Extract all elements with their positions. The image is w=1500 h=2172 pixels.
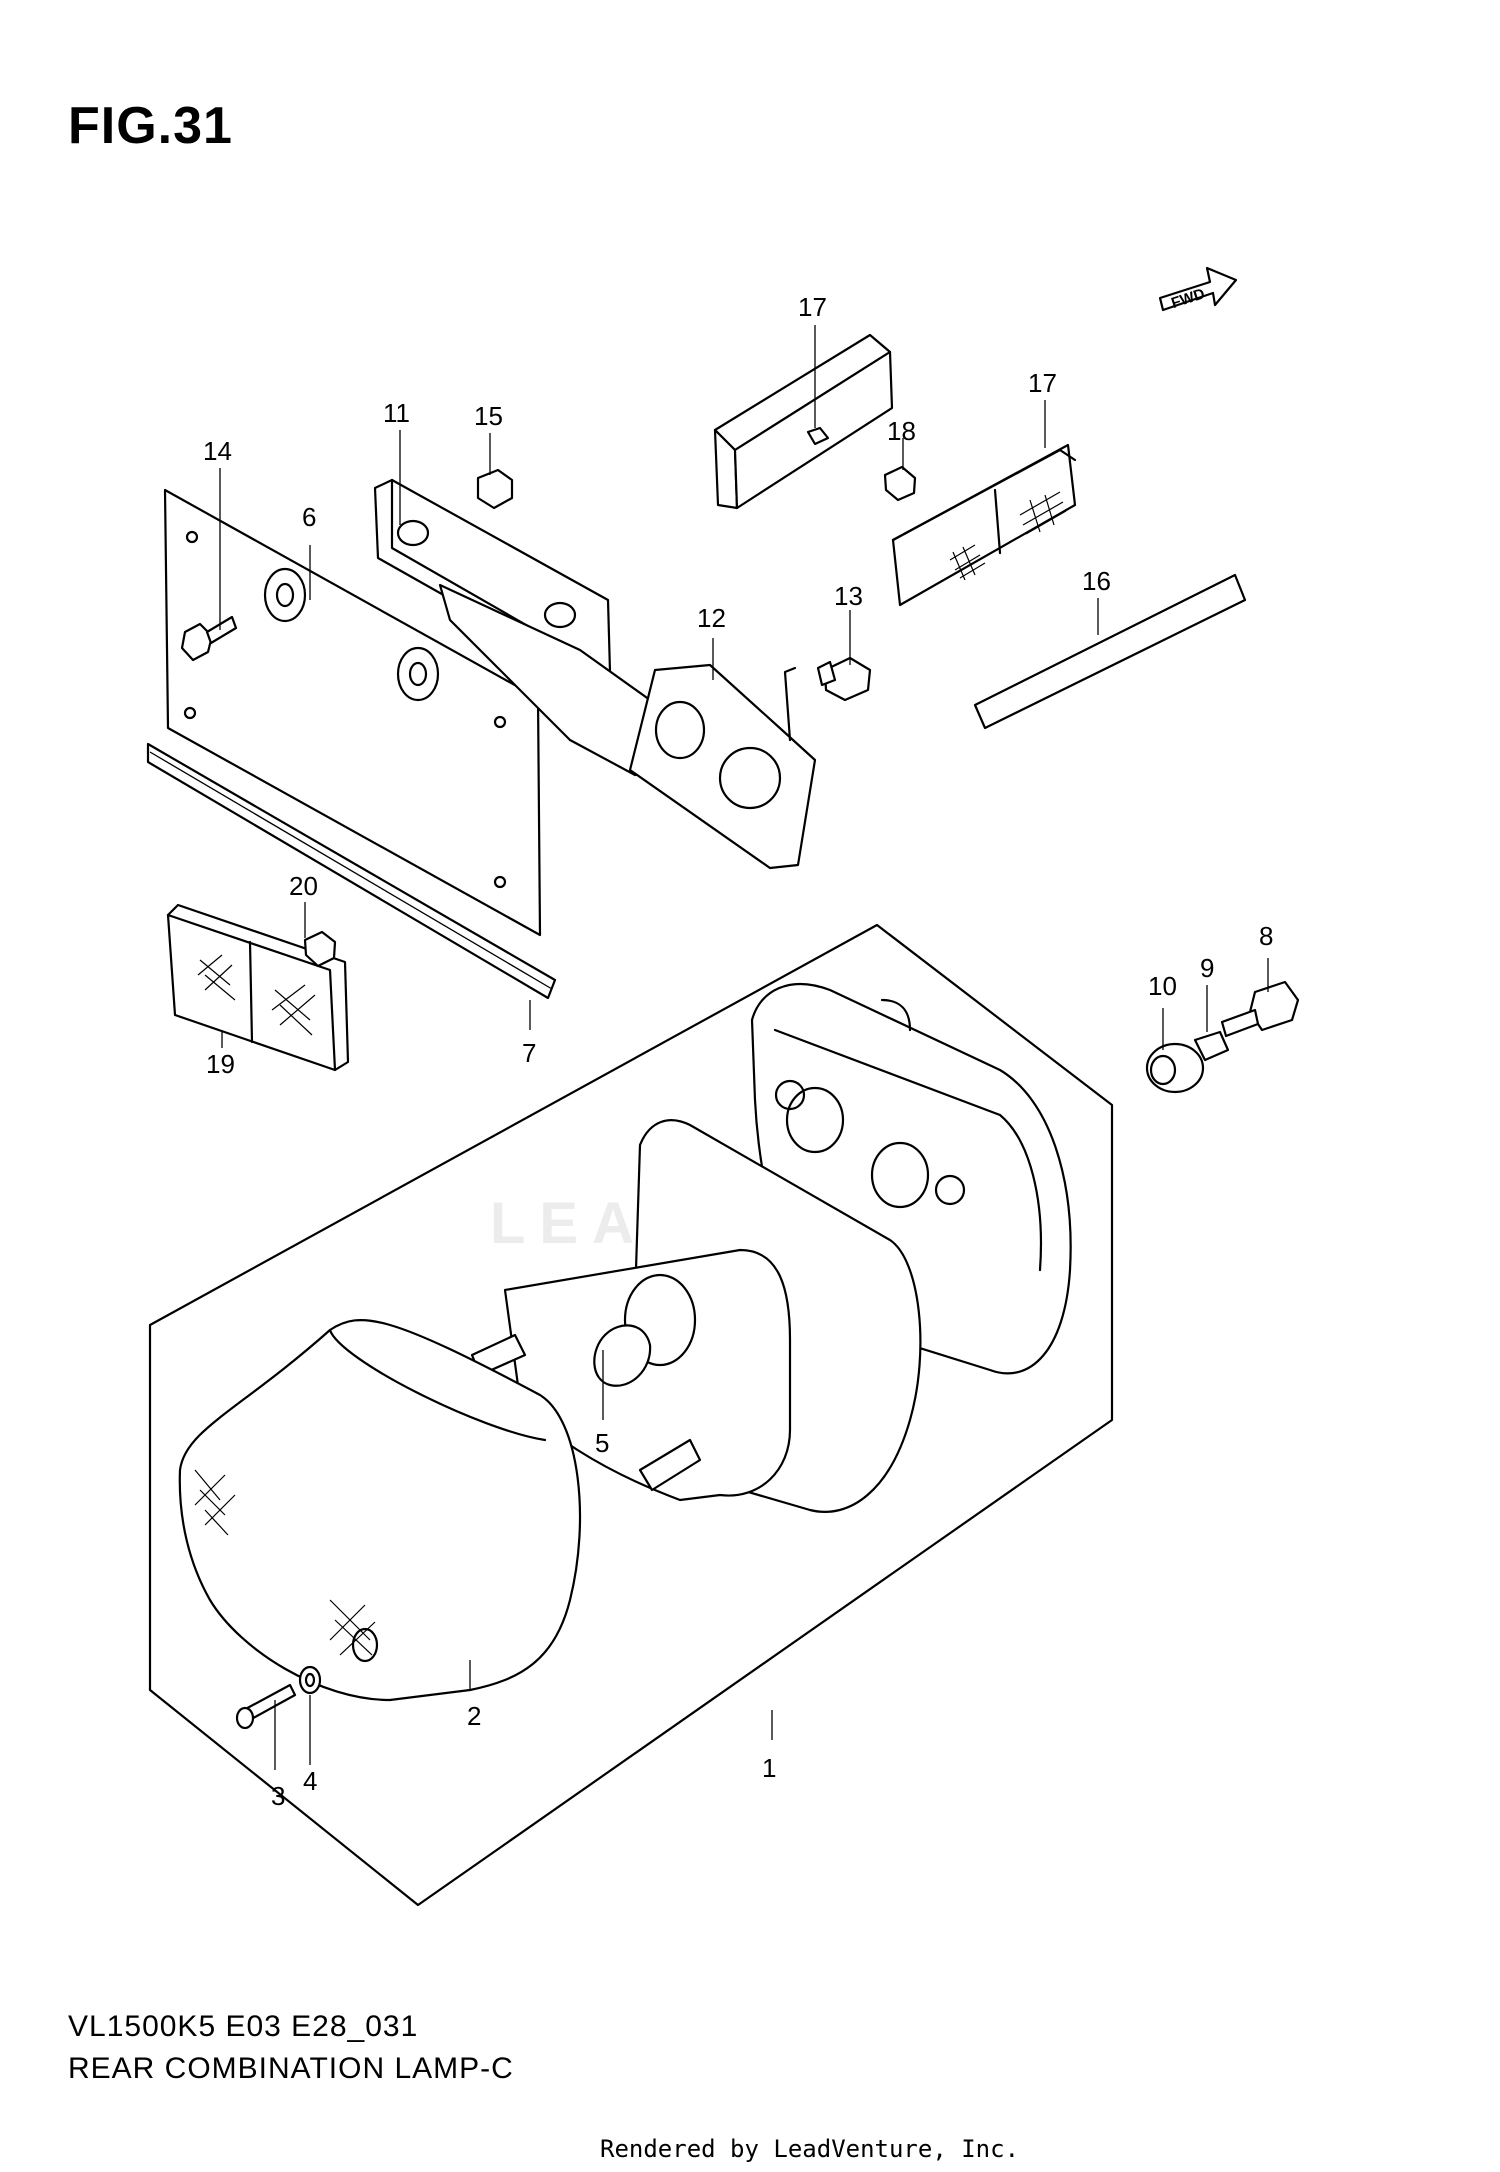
nut-18 [883, 465, 917, 502]
bolt-8 [1220, 980, 1300, 1038]
callout-10: 10 [1148, 971, 1177, 1001]
collar-9 [1193, 1030, 1230, 1062]
callout-4: 4 [303, 1766, 317, 1796]
diagram-caption: REAR COMBINATION LAMP-C [68, 2052, 514, 2085]
assembly-boundary [148, 923, 1114, 1907]
reflector-19 [166, 903, 350, 1072]
model-code: VL1500K5 E03 E28_031 [68, 2010, 419, 2043]
license-plate-bracket [163, 488, 542, 937]
lens-2 [178, 1319, 582, 1702]
callout-2: 2 [467, 1701, 481, 1731]
callout-15: 15 [474, 401, 503, 431]
callout-17-right: 17 [1028, 368, 1057, 398]
callout-18: 18 [887, 416, 916, 446]
fwd-badge-text: FWD [1169, 285, 1207, 312]
strip-16 [973, 573, 1247, 730]
washer-4 [298, 1665, 322, 1695]
callout-14: 14 [203, 436, 232, 466]
callout-numbers: 1 2 3 4 5 6 7 8 9 10 11 12 13 14 15 16 1… [203, 292, 1273, 1811]
fwd-arrow-icon: FWD [1158, 266, 1238, 312]
grommet-10 [1145, 1042, 1205, 1094]
callout-3: 3 [271, 1781, 285, 1811]
callout-7: 7 [522, 1038, 536, 1068]
figure-label: FIG.31 [68, 97, 233, 155]
callout-19: 19 [206, 1049, 235, 1079]
lamp-housing [470, 1119, 922, 1513]
callout-8: 8 [1259, 921, 1273, 951]
callout-17-upper: 17 [798, 292, 827, 322]
callout-5: 5 [595, 1428, 609, 1458]
reflector-bracket-12 [628, 663, 817, 870]
callout-1: 1 [762, 1753, 776, 1783]
callout-13: 13 [834, 581, 863, 611]
bracket-11 [373, 478, 657, 777]
callout-9: 9 [1200, 953, 1214, 983]
screw-3 [235, 1683, 297, 1730]
render-credit: Rendered by LeadVenture, Inc. [600, 2135, 1020, 2163]
callout-16: 16 [1082, 566, 1111, 596]
screw-13 [783, 656, 872, 742]
callout-6: 6 [302, 502, 316, 532]
callout-12: 12 [697, 603, 726, 633]
reflector-17-right [891, 443, 1077, 607]
callout-20: 20 [289, 871, 318, 901]
nut-20 [303, 930, 337, 968]
bolt-14 [180, 615, 238, 662]
rubber-strip [146, 742, 557, 1000]
reflector-17-upper [713, 333, 894, 510]
leader-lines [219, 325, 1269, 1770]
nut-15 [476, 468, 514, 510]
callout-11: 11 [383, 398, 410, 428]
